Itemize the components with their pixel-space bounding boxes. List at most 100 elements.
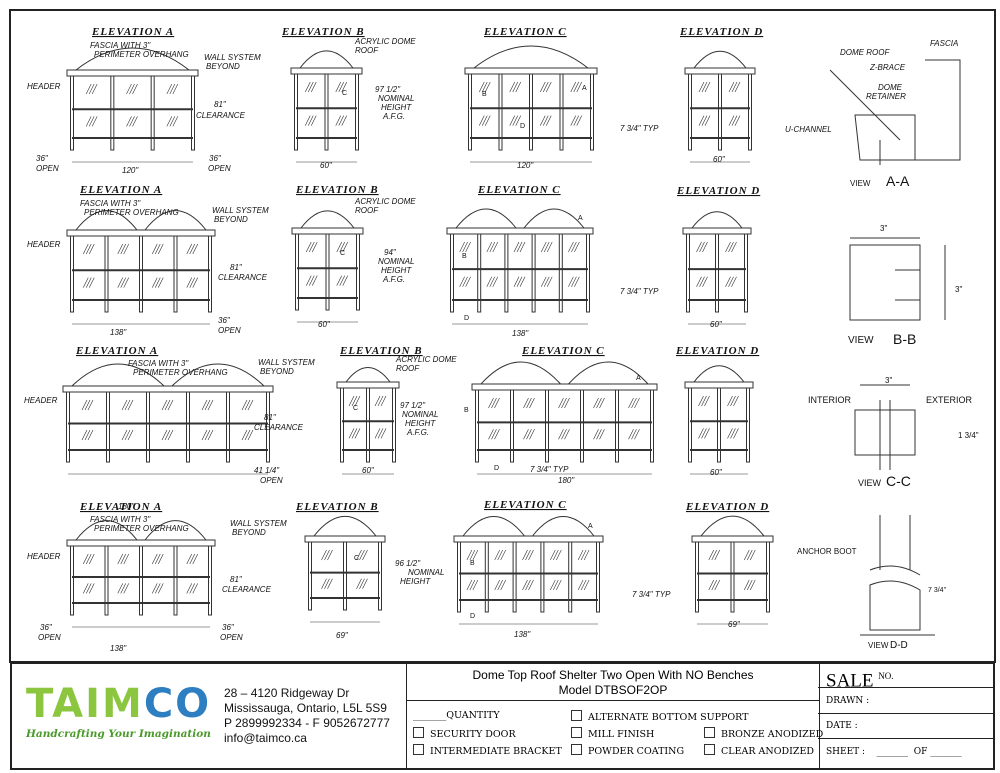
label: FASCIA WITH 3" (90, 41, 151, 50)
glass-hatch (336, 275, 343, 286)
checkbox[interactable] (571, 710, 582, 721)
option-label: INTERMEDIATE BRACKET (430, 746, 562, 757)
post (457, 541, 461, 613)
glass-hatch (311, 275, 318, 286)
glass-hatch (85, 243, 92, 255)
glass-hatch (698, 115, 705, 126)
post (208, 235, 212, 313)
label: ACRYLIC DOME (354, 197, 416, 206)
glass-hatch (186, 553, 193, 565)
checkbox[interactable] (571, 727, 582, 738)
label: FASCIA WITH 3" (90, 515, 151, 524)
fascia (290, 67, 363, 75)
row2-elevation-a: ELEVATION A FASCIA WITH 3" PERIMETER OVE… (27, 184, 269, 337)
glass-hatch (484, 115, 491, 126)
glass-hatch (120, 243, 127, 255)
of-label: OF (913, 747, 928, 757)
fascia (682, 227, 752, 235)
glass-hatch (628, 429, 634, 440)
heading: ELEVATION D (685, 501, 769, 513)
checkbox[interactable] (704, 744, 715, 755)
glass-hatch (247, 399, 254, 411)
glass-hatch (525, 549, 531, 561)
option-bronze-anodized[interactable]: BRONZE ANODIZED (704, 727, 823, 740)
glass-hatch (247, 429, 254, 441)
sale-no-field: SALE NO. (818, 664, 993, 691)
label: FASCIA WITH 3" (80, 199, 141, 208)
quantity-field[interactable]: _______QUANTITY (413, 710, 500, 721)
label: PERIMETER OVERHANG (133, 368, 228, 377)
option-clear-anodized[interactable]: CLEAR ANODIZED (704, 744, 814, 757)
glass-hatch (526, 397, 532, 409)
glass-hatch (342, 241, 349, 253)
glass-hatch (192, 243, 199, 255)
dome-roof (523, 208, 585, 229)
fascia (691, 535, 774, 543)
post (559, 73, 564, 151)
post (150, 75, 155, 151)
glass-hatch (192, 277, 199, 288)
glass-hatch (497, 579, 503, 591)
section-mark-d: D (464, 315, 469, 322)
post (106, 391, 110, 463)
post (586, 233, 590, 313)
option-powder-coating[interactable]: POWDER COATING (571, 744, 684, 757)
option-mill-finish[interactable]: MILL FINISH (571, 727, 654, 740)
glass-hatch (354, 395, 361, 407)
glass-hatch (698, 395, 704, 407)
glass-hatch (189, 583, 196, 594)
label: VIEW (848, 335, 874, 346)
checkbox[interactable] (704, 727, 715, 738)
glass-hatch (126, 116, 132, 127)
glass-hatch (377, 428, 384, 439)
label: 3" (885, 376, 892, 385)
post (295, 233, 299, 311)
label: Z-BRACE (869, 63, 906, 72)
option-security-door[interactable]: SECURITY DOOR (413, 727, 516, 740)
option-label: ALTERNATE BOTTOM SUPPORT (588, 712, 749, 723)
glass-hatch (377, 395, 384, 407)
checkbox[interactable] (413, 727, 424, 738)
option-label: MILL FINISH (588, 729, 655, 740)
glass-hatch (749, 549, 756, 561)
post (695, 541, 699, 613)
post (208, 545, 212, 616)
glass-hatch (88, 553, 95, 565)
logo-tagline: Handcrafting Your Imagination (26, 728, 211, 740)
label: INTERIOR (808, 395, 852, 405)
glass-hatch (478, 115, 485, 126)
glass-hatch (151, 553, 158, 565)
glass-hatch (540, 276, 547, 287)
post (717, 387, 721, 463)
post (615, 389, 619, 463)
label: NOMINAL (378, 94, 414, 103)
glass-hatch (573, 81, 580, 93)
option-intermediate-bracket[interactable]: INTERMEDIATE BRACKET (413, 744, 562, 757)
glass-hatch (310, 81, 317, 93)
post (477, 233, 482, 313)
option-alternate-bottom-support[interactable]: ALTERNATE BOTTOM SUPPORT (571, 710, 749, 723)
post (715, 233, 719, 313)
glass-hatch (132, 83, 138, 95)
glass-hatch (192, 553, 199, 565)
section-mark-a: A (582, 85, 587, 92)
glass-hatch (154, 553, 161, 565)
sheet-total: _______ (930, 747, 962, 757)
row3-shelter-b (336, 366, 400, 475)
label: D-D (890, 640, 908, 651)
glass-hatch (558, 429, 564, 440)
label: PERIMETER OVERHANG (94, 50, 189, 59)
glass-hatch (561, 429, 567, 440)
glass-hatch (469, 549, 476, 561)
checkbox[interactable] (413, 744, 424, 755)
dome-roof (532, 516, 595, 537)
checkbox[interactable] (571, 744, 582, 755)
glass-hatch (731, 276, 737, 287)
label: CLEARANCE (254, 423, 304, 432)
glass-hatch (728, 115, 735, 126)
glass-hatch (593, 429, 599, 440)
label: 60" (318, 320, 331, 329)
post (146, 391, 150, 463)
glass-hatch (733, 428, 739, 439)
row3-elevation-b: ELEVATION B ACRYLIC DOME ROOF 97 1/2" NO… (339, 345, 457, 475)
